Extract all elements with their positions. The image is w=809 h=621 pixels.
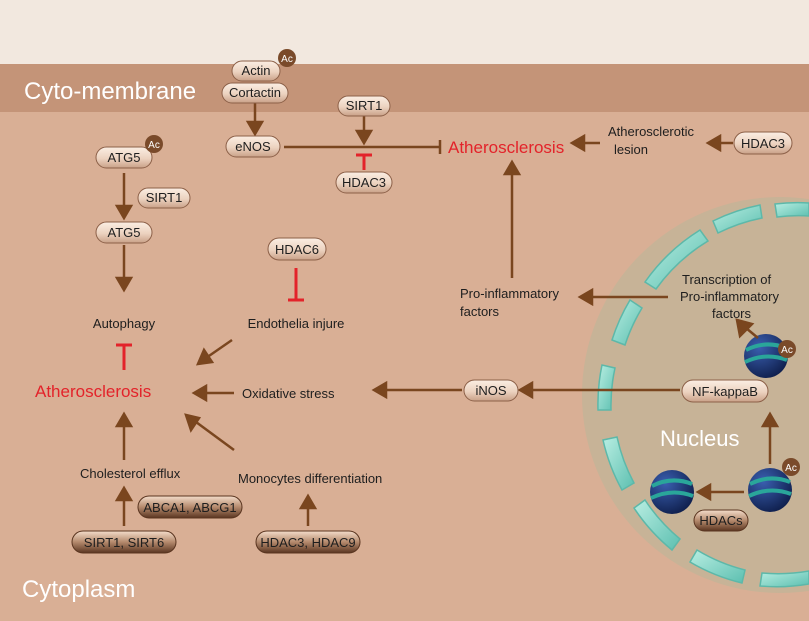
svg-text:ATG5: ATG5 xyxy=(108,150,141,165)
label-endothelia-injure: Endothelia injure xyxy=(248,316,345,331)
label-atherosclerotic-lesion-2: lesion xyxy=(614,142,648,157)
acetyl-badge-actin: Ac xyxy=(278,49,296,67)
svg-text:SIRT1: SIRT1 xyxy=(146,190,183,205)
label-pro-inflammatory-2: factors xyxy=(460,304,500,319)
acetyl-badge-right-ball: Ac xyxy=(782,458,800,476)
acetyl-badge-atg5: Ac xyxy=(145,135,163,153)
label-atherosclerosis-main: Atherosclerosis xyxy=(35,382,151,401)
svg-text:Ac: Ac xyxy=(148,140,160,151)
label-atherosclerotic-lesion-1: Atherosclerotic xyxy=(608,124,694,139)
svg-text:HDAC6: HDAC6 xyxy=(275,242,319,257)
label-monocytes-differentiation: Monocytes differentiation xyxy=(238,471,382,486)
node-cortactin: Cortactin xyxy=(221,82,289,104)
node-enos: eNOS xyxy=(225,135,281,158)
extracellular-band xyxy=(0,0,809,64)
node-sirt1-sirt6: SIRT1, SIRT6 xyxy=(71,530,177,554)
svg-text:NF-kappaB: NF-kappaB xyxy=(692,384,758,399)
cyto-membrane-band xyxy=(0,64,809,112)
dna-ball-left xyxy=(650,470,694,514)
region-label-cytoplasm: Cytoplasm xyxy=(22,576,135,603)
svg-text:HDAC3, HDAC9: HDAC3, HDAC9 xyxy=(260,535,355,550)
node-hdac6: HDAC6 xyxy=(267,237,327,261)
svg-text:HDAC3: HDAC3 xyxy=(741,136,785,151)
label-oxidative-stress: Oxidative stress xyxy=(242,386,335,401)
node-sirt1-left: SIRT1 xyxy=(137,187,191,209)
region-label-membrane: Cyto-membrane xyxy=(24,78,196,105)
label-transcription-3: factors xyxy=(712,306,752,321)
inhibitions xyxy=(116,153,372,370)
node-hdac3-mid: HDAC3 xyxy=(335,171,393,194)
label-cholesterol-efflux: Cholesterol efflux xyxy=(80,466,181,481)
node-atg5-top: ATG5 xyxy=(95,146,153,169)
node-actin: Actin xyxy=(231,60,281,82)
svg-text:Ac: Ac xyxy=(281,54,293,65)
svg-text:Ac: Ac xyxy=(785,463,797,474)
node-hdacs: HDACs xyxy=(693,509,749,532)
node-hdac3-right: HDAC3 xyxy=(733,131,793,155)
arrows xyxy=(114,103,780,526)
nuclear-envelope xyxy=(597,201,809,588)
svg-text:ABCA1, ABCG1: ABCA1, ABCG1 xyxy=(143,500,236,515)
region-label-nucleus: Nucleus xyxy=(660,426,739,451)
svg-text:eNOS: eNOS xyxy=(235,139,271,154)
svg-text:ATG5: ATG5 xyxy=(108,225,141,240)
node-sirt1-top: SIRT1 xyxy=(337,95,391,117)
node-atg5-bottom: ATG5 xyxy=(95,221,153,244)
acetyl-badge-nfkb: Ac xyxy=(778,340,796,358)
node-nf-kappab: NF-kappaB xyxy=(681,379,769,403)
node-abca1-abcg1: ABCA1, ABCG1 xyxy=(137,495,243,519)
svg-text:SIRT1: SIRT1 xyxy=(346,98,383,113)
node-inos: iNOS xyxy=(463,379,519,402)
label-transcription-1: Transcription of xyxy=(682,272,771,287)
label-transcription-2: Pro-inflammatory xyxy=(680,289,779,304)
svg-text:iNOS: iNOS xyxy=(475,383,506,398)
svg-text:Ac: Ac xyxy=(781,345,793,356)
svg-text:HDACs: HDACs xyxy=(699,513,743,528)
label-pro-inflammatory-1: Pro-inflammatory xyxy=(460,286,559,301)
svg-text:HDAC3: HDAC3 xyxy=(342,175,386,190)
node-hdac3-hdac9: HDAC3, HDAC9 xyxy=(255,530,361,554)
label-atherosclerosis-top: Atherosclerosis xyxy=(448,138,564,157)
label-autophagy: Autophagy xyxy=(93,316,156,331)
svg-text:Cortactin: Cortactin xyxy=(229,85,281,100)
svg-text:Actin: Actin xyxy=(242,63,271,78)
dna-ball-right xyxy=(748,468,792,512)
svg-text:SIRT1, SIRT6: SIRT1, SIRT6 xyxy=(84,535,164,550)
